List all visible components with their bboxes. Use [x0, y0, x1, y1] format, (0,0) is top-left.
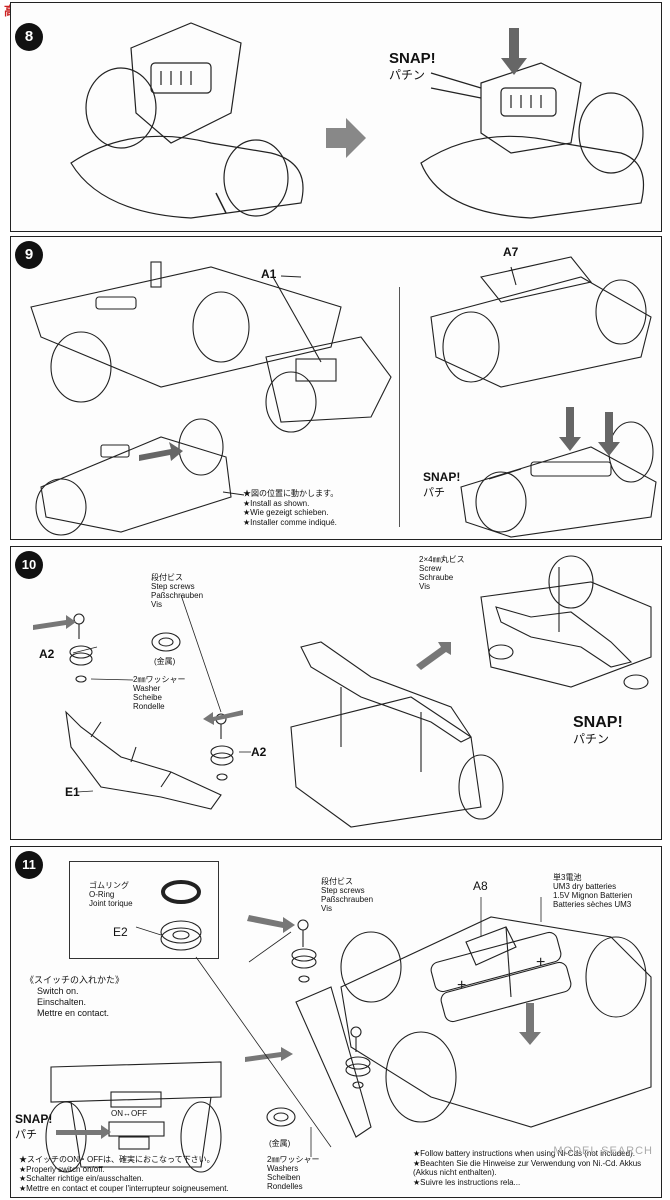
oring-inset	[69, 861, 219, 959]
part-e2-label: E2	[113, 925, 128, 939]
step-8-snap-label: SNAP!パチン	[389, 50, 436, 83]
switch-on-off-label: ON↔OFF	[111, 1109, 147, 1118]
switch-title: 《スイッチの入れかた》 Switch on. Einschalten. Mett…	[25, 975, 125, 1018]
step-screws-label: 段付ビス Step screws Paßschrauben Vis	[151, 573, 204, 609]
step-9-illustration	[30, 256, 657, 538]
part-a2-left-label: A2	[39, 647, 55, 661]
step-11-screws-label: 段付ビス Step screws Paßschrauben Vis	[321, 877, 374, 913]
switch-note: ★スイッチのON・OFFは、確実におこなって下さい。 ★Properly swi…	[19, 1155, 229, 1193]
step-11-illustration: + +	[45, 880, 652, 1173]
screw-label: 2×4㎜丸ビス Screw Schraube Vis	[419, 555, 465, 591]
part-a2-right-label: A2	[251, 745, 267, 759]
step-10-number: 10	[15, 551, 43, 579]
part-a1-label: A1	[261, 267, 277, 281]
step-8-illustration	[70, 22, 645, 219]
step-9-number: 9	[15, 241, 43, 269]
svg-text:+: +	[536, 954, 545, 971]
step-11-number: 11	[15, 851, 43, 879]
step-9-divider	[399, 287, 400, 527]
step-11-metal-label: (金属)	[269, 1139, 291, 1148]
step-10-snap-label: SNAP!パチン	[573, 714, 623, 747]
watermark: MODEL SEARCH	[553, 1145, 653, 1157]
step-11-snap-label: SNAP!パチ	[15, 1112, 53, 1141]
step-11-panel: 11	[10, 846, 662, 1198]
step-9-panel: 9	[10, 236, 662, 540]
step-10-illustration	[33, 555, 652, 828]
metal-label: (金属)	[154, 657, 176, 666]
step-8-number: 8	[15, 23, 43, 51]
oring-label: ゴムリング O-Ring Joint torique	[89, 881, 133, 908]
washer-label: 2㎜ワッシャー Washer Scheibe Rondelle	[133, 675, 186, 711]
step-9-snap-label: SNAP!パチ	[423, 470, 461, 499]
batteries-label: 単3電池 UM3 dry batteries 1.5V Mignon Batte…	[553, 873, 633, 909]
battery-note: ★Follow battery instructions when using …	[413, 1149, 642, 1187]
svg-text:+: +	[457, 977, 466, 994]
step-8-panel: 8 SNAP!パチン	[10, 2, 662, 232]
step-9-note: ★図の位置に動かします。 ★Install as shown. ★Wie gez…	[243, 489, 339, 527]
step-10-panel: 10	[10, 546, 662, 840]
washers-label: 2㎜ワッシャー Washers Scheiben Rondelles	[267, 1155, 320, 1191]
part-a8-label: A8	[473, 879, 488, 893]
part-e1-label: E1	[65, 785, 80, 799]
part-a7-label: A7	[503, 245, 519, 259]
